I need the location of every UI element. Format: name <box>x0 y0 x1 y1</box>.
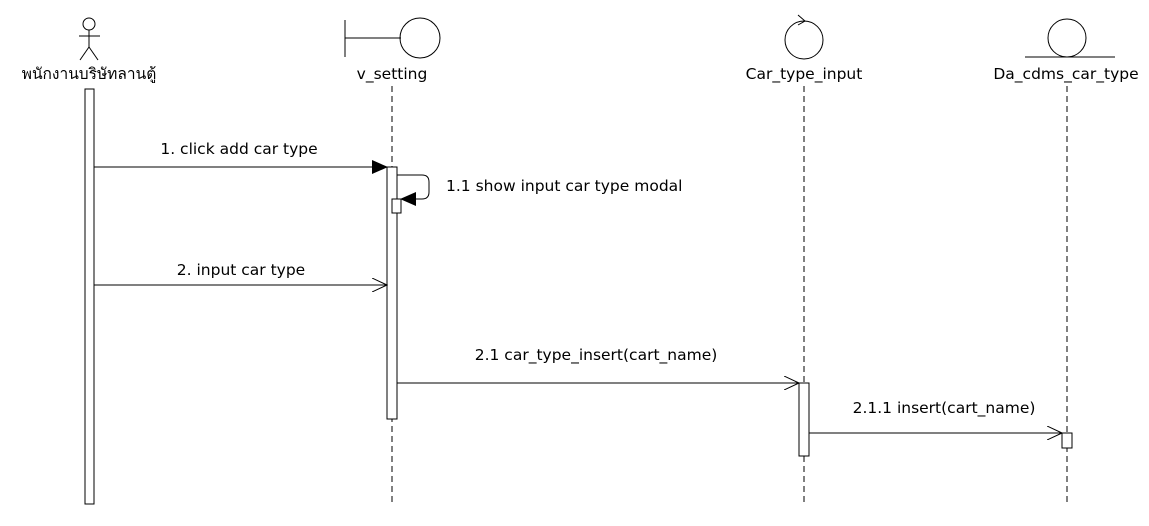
participant-actor-label: พนักงานบริษัทลานตู้ <box>22 65 157 84</box>
activation-actor <box>84 88 95 505</box>
message-arrow-1-1 <box>397 174 430 206</box>
message-label-1: 1. click add car type <box>160 140 317 158</box>
entity-icon <box>1025 18 1115 58</box>
participant-control-label: Car_type_input <box>746 65 863 84</box>
boundary-icon <box>344 17 441 59</box>
activation-boundary-self <box>391 198 402 214</box>
actor-icon <box>79 17 100 61</box>
activation-entity <box>1061 432 1073 449</box>
participant-boundary-label: v_setting <box>357 65 428 84</box>
activation-boundary <box>386 166 398 420</box>
message-label-2: 2. input car type <box>177 261 305 279</box>
participant-entity-label: Da_cdms_car_type <box>993 65 1138 84</box>
control-icon <box>784 14 824 60</box>
activation-control <box>798 382 810 457</box>
message-label-2-1: 2.1 car_type_insert(cart_name) <box>475 346 718 365</box>
message-label-1-1: 1.1 show input car type modal <box>446 177 682 195</box>
message-label-2-1-1: 2.1.1 insert(cart_name) <box>853 399 1036 418</box>
